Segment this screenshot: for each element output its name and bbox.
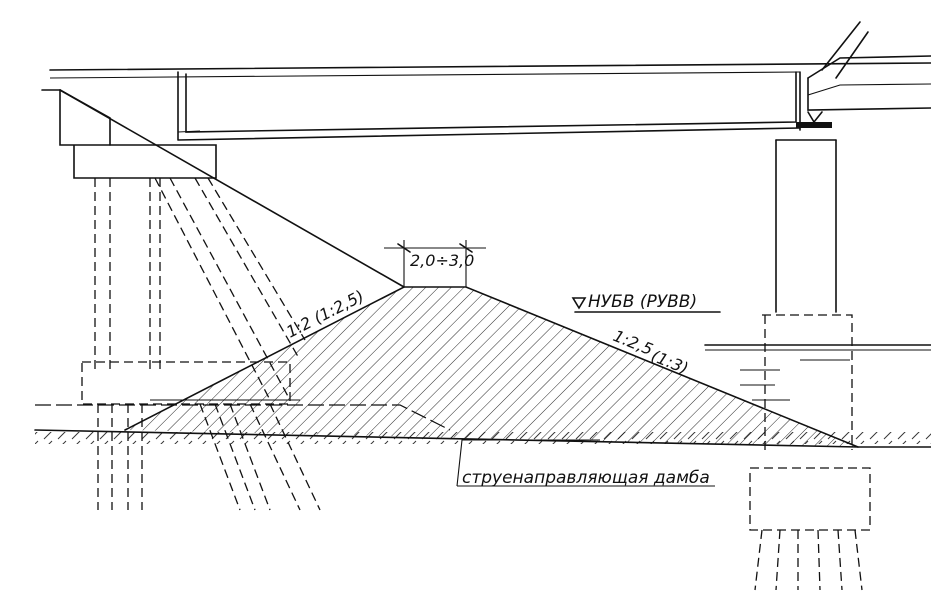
crest-width-dimension xyxy=(384,240,486,287)
embankment-slope xyxy=(59,89,405,288)
right-pier xyxy=(749,139,871,591)
dam-name-label: струенаправляющая дамба xyxy=(462,468,710,488)
left-abutment xyxy=(41,89,321,511)
dam-body xyxy=(124,286,859,448)
water-level-marker-icon xyxy=(571,297,587,310)
ground-surface xyxy=(34,399,931,448)
dam-name-leader xyxy=(456,439,600,487)
water-level-label: НУБВ (РУВВ) xyxy=(588,292,697,312)
bridge-deck xyxy=(49,21,931,141)
water-lines xyxy=(574,311,931,401)
bridge-bearing xyxy=(796,111,832,128)
crest-width-label: 2,0÷3,0 xyxy=(410,251,474,270)
